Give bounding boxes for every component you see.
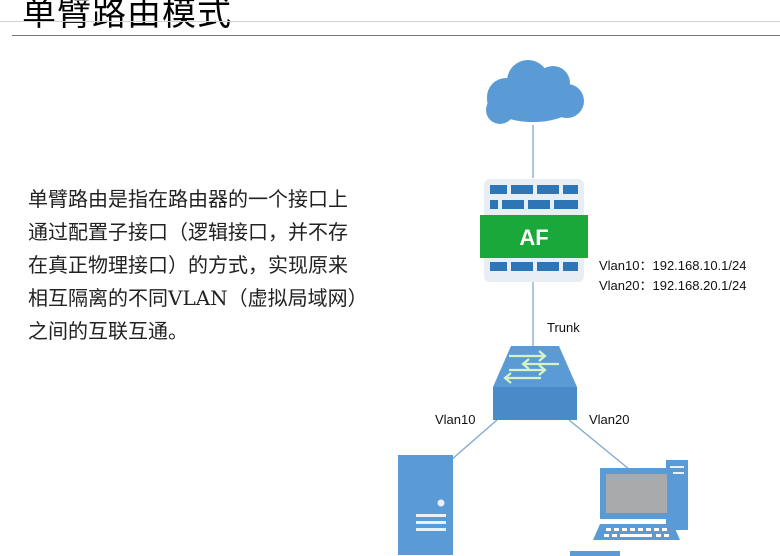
description-line: 在真正物理接口）的方式，实现原来 — [28, 253, 348, 277]
vlan10-address-label: Vlan10：192.168.10.1/24 — [599, 258, 746, 273]
page-title: 单臂路由模式 — [22, 0, 232, 34]
vlan20-address-label: Vlan20：192.168.20.1/24 — [599, 278, 746, 293]
description-line: 之间的互联互通。 — [28, 319, 188, 343]
description-text: 单臂路由是指在路由器的一个接口上 通过配置子接口（逻辑接口，并不存 在真正物理接… — [28, 183, 388, 348]
server-icon — [398, 455, 453, 555]
internet-cloud-icon — [486, 60, 584, 124]
trunk-label: Trunk — [547, 320, 580, 335]
description-line: 通过配置子接口（逻辑接口，并不存 — [28, 220, 348, 244]
firewall-icon — [480, 179, 588, 282]
title-divider — [12, 35, 780, 36]
firewall-label: AF — [519, 225, 548, 250]
vlan10-link-label: Vlan10 — [435, 412, 475, 427]
description-line: 相互隔离的不同VLAN（虚拟局域网） — [28, 286, 368, 310]
title-top-divider — [0, 21, 780, 22]
vlan20-link-label: Vlan20 — [589, 412, 629, 427]
description-line: 单臂路由是指在路由器的一个接口上 — [28, 187, 348, 211]
vlan20-link — [568, 419, 636, 475]
pc-icon — [570, 460, 688, 556]
switch-icon — [493, 346, 577, 420]
